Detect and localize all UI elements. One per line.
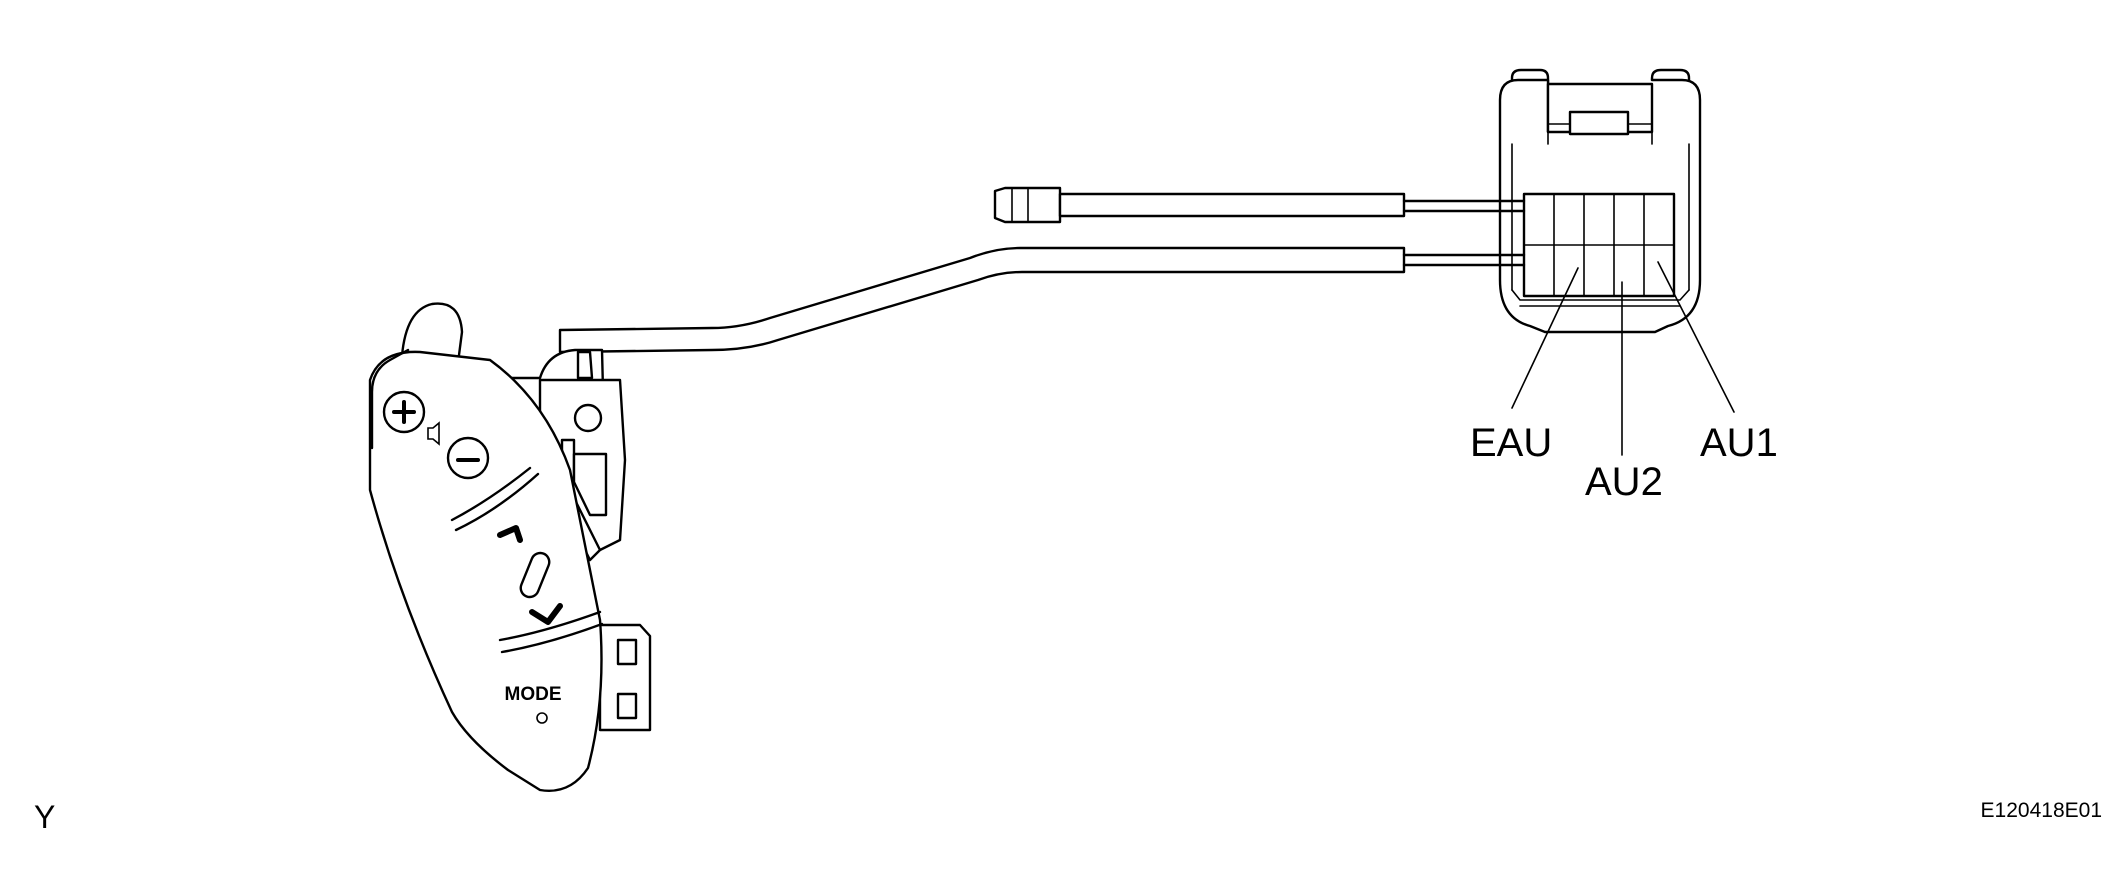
speaker-icon bbox=[427, 421, 440, 446]
view-letter: Y bbox=[34, 799, 55, 835]
seek-down-icon[interactable] bbox=[529, 603, 563, 625]
connector bbox=[1498, 68, 1702, 334]
seek-up-icon[interactable] bbox=[497, 525, 523, 543]
mode-button-label: MODE bbox=[505, 684, 562, 705]
figure-code: E120418E01 bbox=[1981, 799, 2102, 822]
seek-center-icon bbox=[519, 551, 551, 599]
wire-harness bbox=[558, 186, 1526, 354]
label-au1: AU1 bbox=[1700, 421, 1778, 465]
label-eau: EAU bbox=[1470, 421, 1552, 465]
steering-pad-switch: MODE bbox=[368, 302, 652, 792]
leader-lines bbox=[1511, 261, 1735, 456]
label-au2: AU2 bbox=[1585, 460, 1663, 504]
